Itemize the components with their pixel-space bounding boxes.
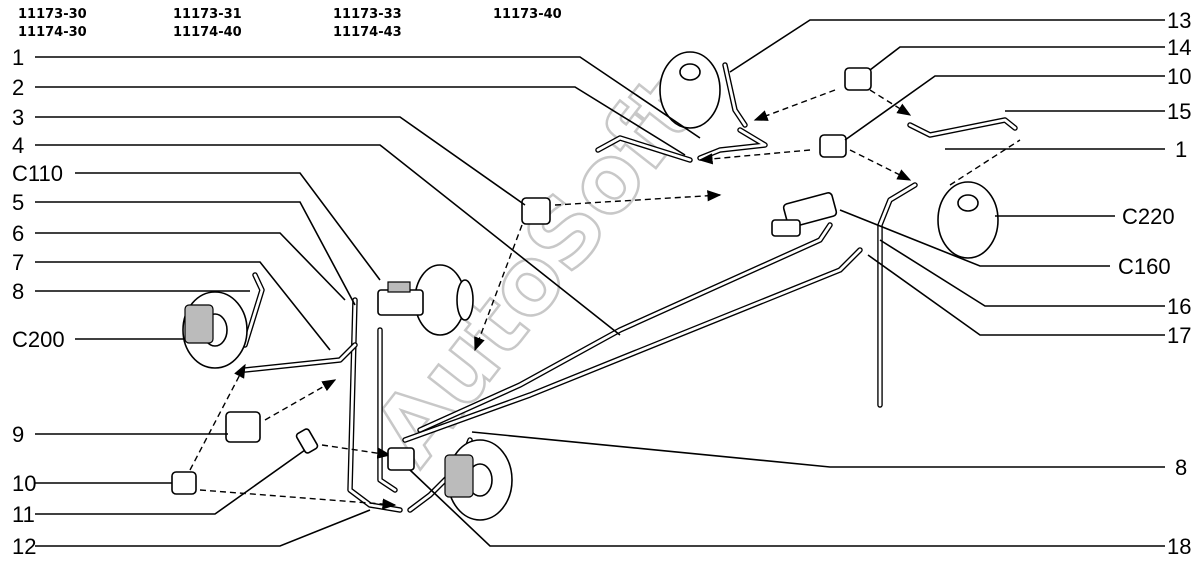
front-left-disc-brake [182,291,248,369]
callouts-right: 13 14 10 15 1 C220 C160 16 17 8 18 [1118,8,1191,559]
rear-right-vertical [877,182,918,408]
callout-7: 7 [12,250,24,275]
callout-13: 13 [1167,8,1191,33]
callout-3: 3 [12,105,24,130]
code-col2-row2: 11174-40 [173,25,242,40]
callout-8: 8 [12,279,24,304]
callout-14: 14 [1167,35,1191,60]
callout-16: 16 [1167,294,1191,319]
code-col3-row1: 11173-33 [333,7,402,22]
model-codes-header: 11173-30 11174-30 11173-31 11174-40 1117… [18,7,562,40]
watermark: AutoSoft [353,57,719,483]
callout-c110: C110 [12,161,63,186]
callout-5: 5 [12,190,24,215]
callout-1-right: 1 [1175,137,1187,162]
code-col3-row2: 11174-43 [333,25,402,40]
callout-9: 9 [12,422,24,447]
callout-10: 10 [12,471,36,496]
callout-c160: C160 [1118,254,1171,279]
pressure-regulator [771,192,838,237]
rear-left-drum-brake [659,51,721,129]
callout-2: 2 [12,75,24,100]
callout-6: 6 [12,221,24,246]
code-col1-row1: 11173-30 [18,7,87,22]
code-col2-row1: 11173-31 [173,7,242,22]
front-left-line [242,342,358,373]
callout-17: 17 [1167,323,1191,348]
callout-10-right: 10 [1167,64,1191,89]
callouts-left: 1 2 3 4 C110 5 6 7 8 C200 9 10 11 12 [12,45,65,559]
callout-11: 11 [12,502,35,527]
rear-right-drum-brake [937,181,999,259]
callout-1: 1 [12,45,24,70]
assembly-arrows [189,89,1021,510]
master-cylinder-booster [377,264,474,336]
code-col4-row1: 11173-40 [493,7,562,22]
callout-12: 12 [12,534,36,559]
callout-8-right: 8 [1175,455,1187,480]
callout-c220: C220 [1122,204,1175,229]
callout-4: 4 [12,133,24,158]
callout-c200: C200 [12,327,65,352]
callout-18: 18 [1167,534,1191,559]
code-col1-row2: 11174-30 [18,25,87,40]
leader-lines [35,19,1165,547]
callout-15: 15 [1167,99,1191,124]
front-right-disc-brake [444,439,513,521]
